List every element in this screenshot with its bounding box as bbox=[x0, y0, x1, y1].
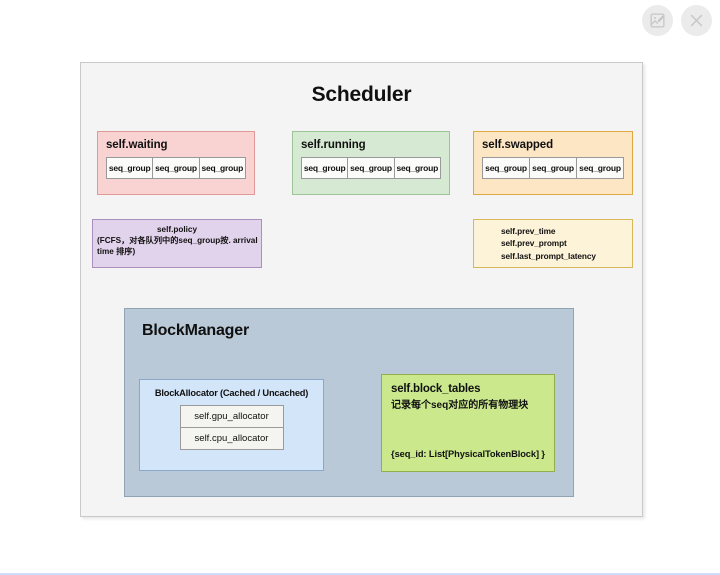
close-button[interactable] bbox=[681, 5, 712, 36]
seq-group-cell: seq_group bbox=[348, 157, 395, 179]
seq-group-cell: seq_group bbox=[199, 157, 246, 179]
block-tables-title: self.block_tables bbox=[391, 383, 481, 395]
image-viewer-toolbar bbox=[642, 5, 712, 36]
policy-box: self.policy (FCFS，对各队列中的seq_group按. arri… bbox=[92, 219, 262, 268]
queue-title-swapped: self.swapped bbox=[482, 139, 554, 151]
allocator-item-gpu: self.gpu_allocator bbox=[179, 405, 284, 428]
seq-group-cell: seq_group bbox=[577, 157, 624, 179]
block-allocator-box: BlockAllocator (Cached / Uncached) self.… bbox=[139, 379, 324, 471]
seq-group-row-waiting: seq_group seq_group seq_group bbox=[106, 157, 246, 179]
queue-box-running: self.running seq_group seq_group seq_gro… bbox=[292, 131, 450, 195]
block-manager-title: BlockManager bbox=[142, 322, 249, 339]
queue-box-swapped: self.swapped seq_group seq_group seq_gro… bbox=[473, 131, 633, 195]
queue-title-waiting: self.waiting bbox=[106, 139, 168, 151]
queue-title-running: self.running bbox=[301, 139, 366, 151]
seq-group-row-swapped: seq_group seq_group seq_group bbox=[482, 157, 624, 179]
block-tables-schema: {seq_id: List[PhysicalTokenBlock] } bbox=[391, 449, 545, 459]
policy-heading: self.policy bbox=[156, 225, 198, 234]
timing-fields-box: self.prev_time self.prev_prompt self.las… bbox=[473, 219, 633, 268]
seq-group-cell: seq_group bbox=[394, 157, 441, 179]
image-edit-icon bbox=[649, 12, 666, 29]
seq-group-cell: seq_group bbox=[301, 157, 349, 179]
seq-group-cell: seq_group bbox=[106, 157, 154, 179]
seq-group-cell: seq_group bbox=[153, 157, 200, 179]
close-icon bbox=[688, 12, 705, 29]
seq-group-row-running: seq_group seq_group seq_group bbox=[301, 157, 441, 179]
queue-box-waiting: self.waiting seq_group seq_group seq_gro… bbox=[97, 131, 255, 195]
block-tables-box: self.block_tables 记录每个seq对应的所有物理块 {seq_i… bbox=[381, 374, 555, 472]
diagram-canvas: Scheduler self.waiting seq_group seq_gro… bbox=[80, 62, 643, 517]
scheduler-title: Scheduler bbox=[311, 83, 412, 106]
timing-field: self.prev_time bbox=[501, 226, 556, 237]
policy-description: (FCFS，对各队列中的seq_group按. arrival time 排序) bbox=[97, 235, 258, 256]
seq-group-cell: seq_group bbox=[482, 157, 530, 179]
allocator-item-cpu: self.cpu_allocator bbox=[179, 428, 284, 450]
allocator-list: self.gpu_allocator self.cpu_allocator bbox=[179, 405, 284, 450]
seq-group-cell: seq_group bbox=[530, 157, 577, 179]
edit-image-button[interactable] bbox=[642, 5, 673, 36]
timing-field: self.last_prompt_latency bbox=[501, 250, 596, 261]
timing-field: self.prev_prompt bbox=[501, 238, 567, 249]
block-allocator-title: BlockAllocator (Cached / Uncached) bbox=[154, 388, 309, 398]
block-tables-subtitle: 记录每个seq对应的所有物理块 bbox=[391, 400, 529, 411]
